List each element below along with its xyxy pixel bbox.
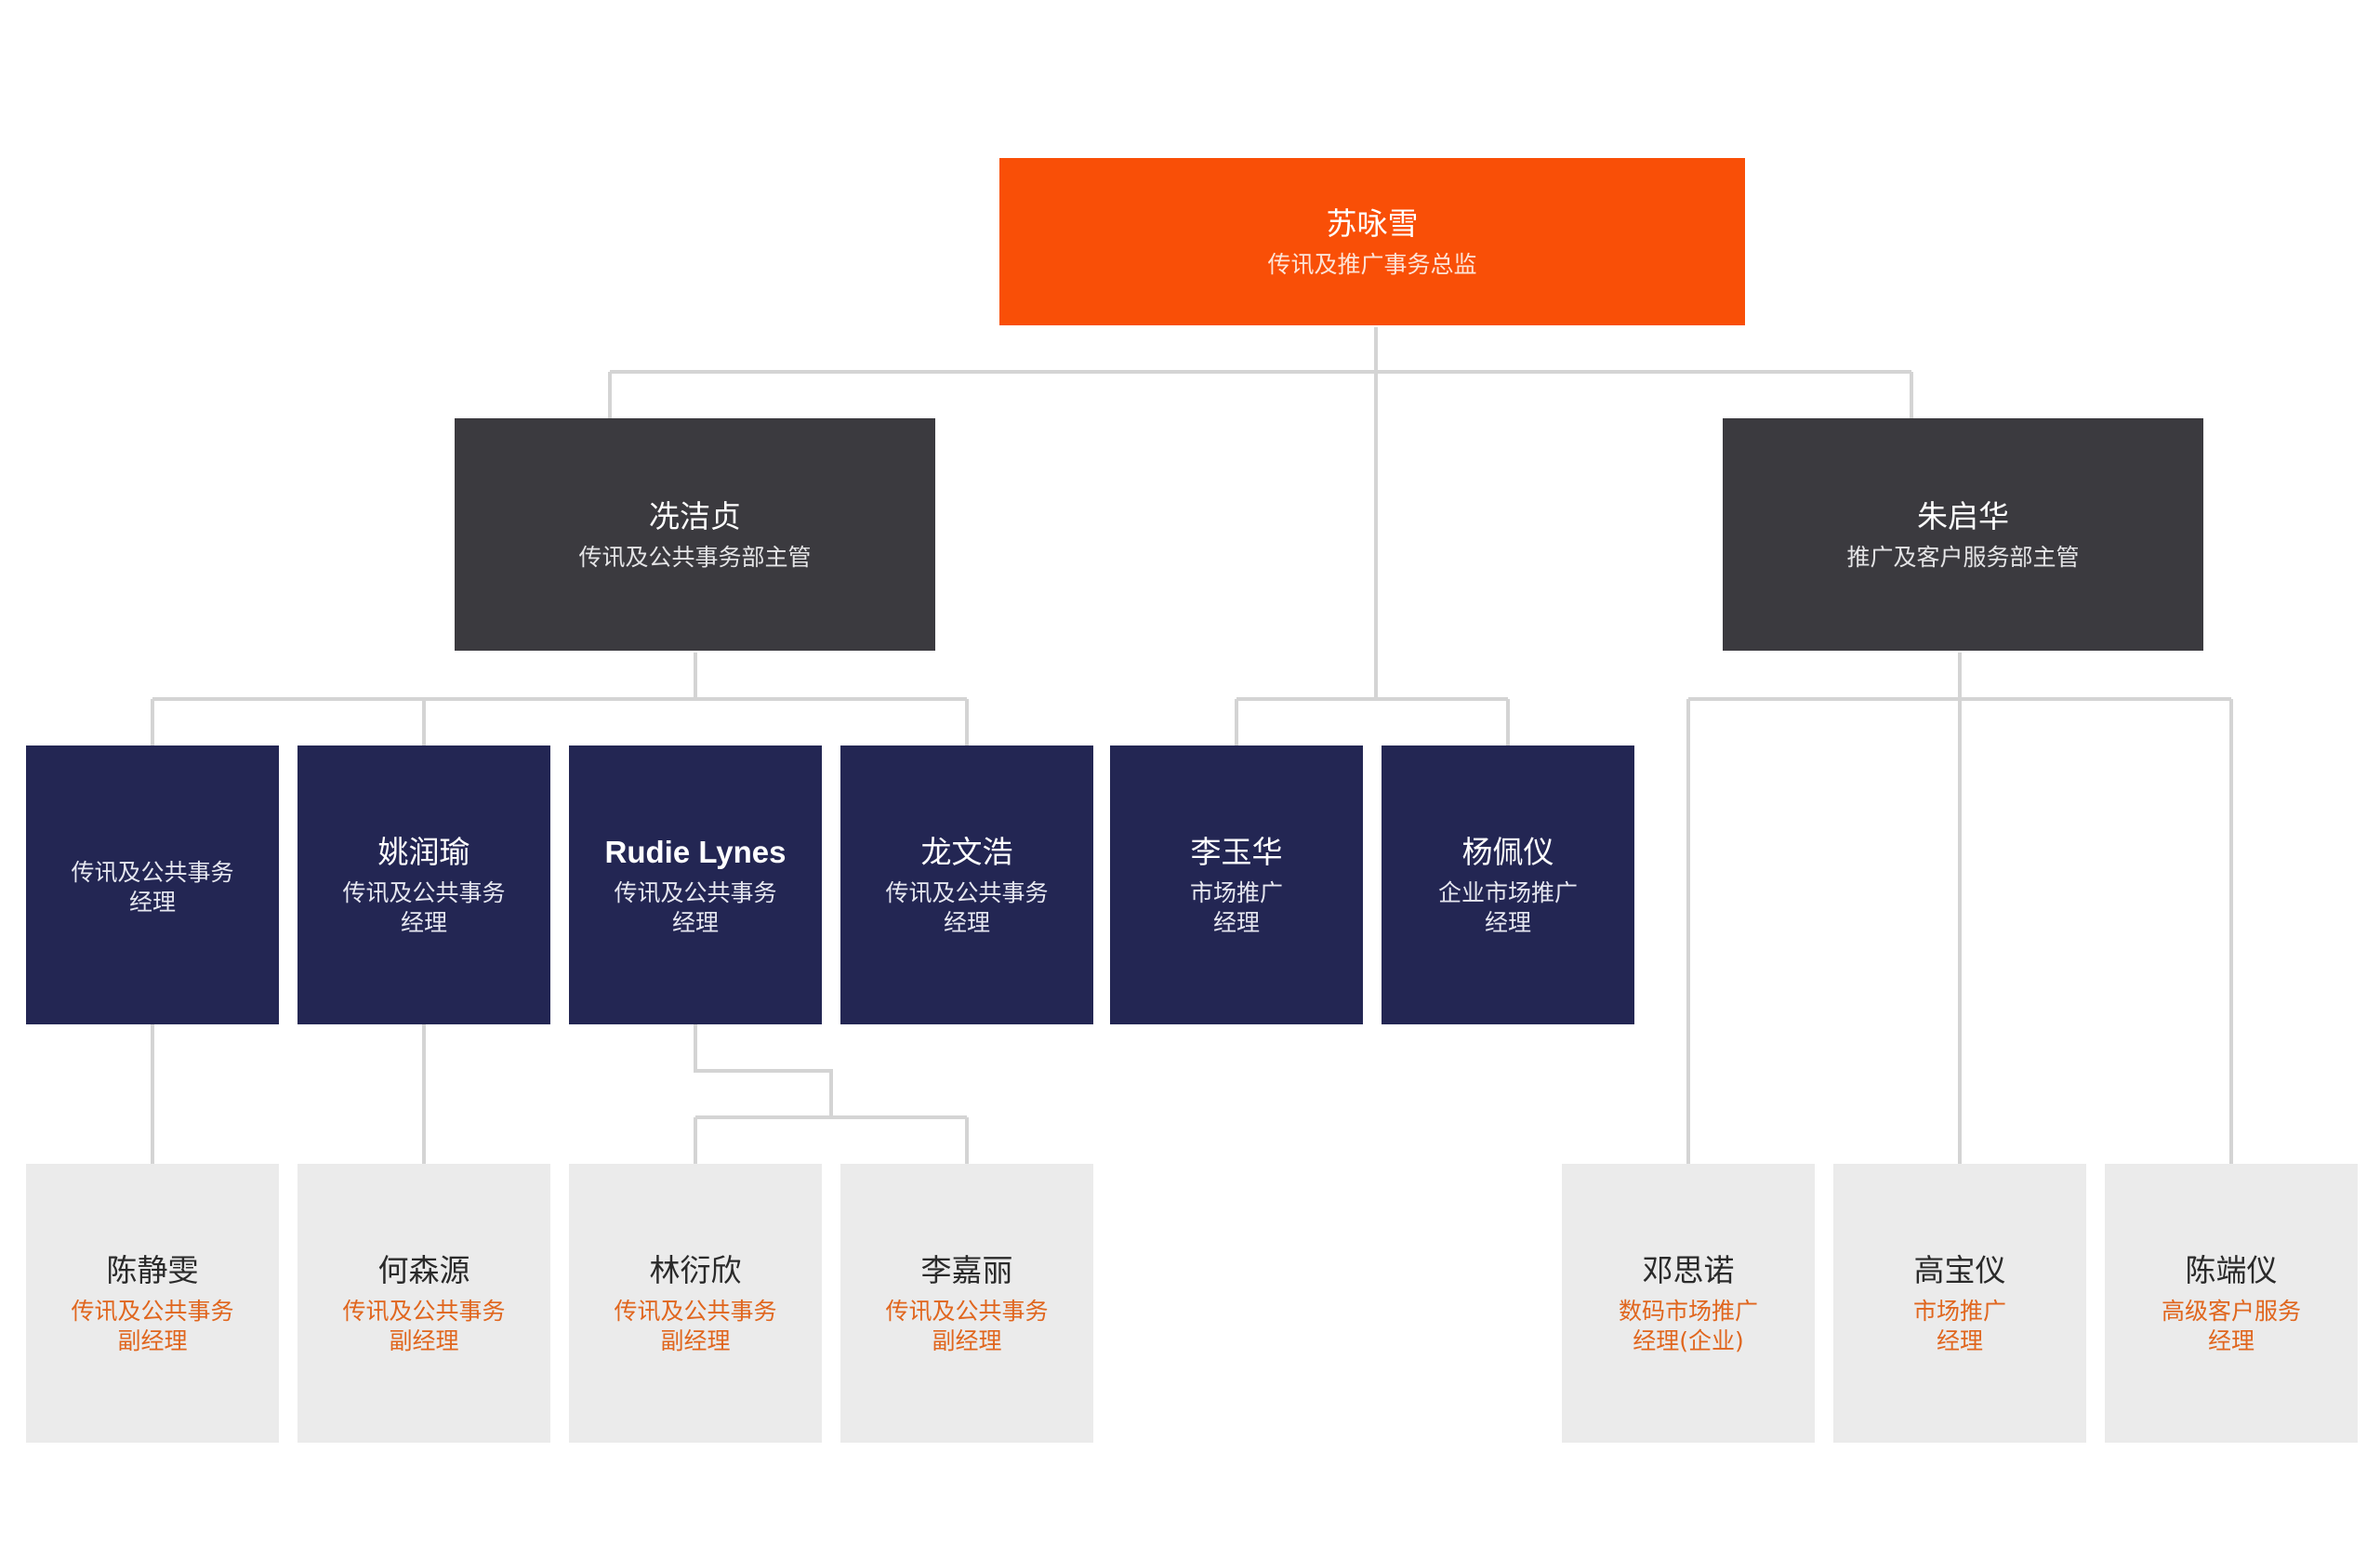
deputy-title: 传讯及公共事务 副经理 <box>342 1297 505 1356</box>
title-line: 经理 <box>400 909 447 936</box>
staff-name: 邓思诺 <box>1642 1252 1735 1288</box>
deputy-title: 传讯及公共事务 副经理 <box>614 1297 776 1356</box>
manager-box: 传讯及公共事务 经理 <box>26 746 279 1024</box>
deputy-box: 李嘉丽 传讯及公共事务 副经理 <box>840 1164 1093 1443</box>
connector-rudie-down <box>694 1024 833 1117</box>
staff-title: 市场推广 经理 <box>1913 1297 2006 1356</box>
title-line: 经理 <box>671 909 719 936</box>
manager-name: 姚润瑜 <box>377 834 470 870</box>
deputy-name: 陈静雯 <box>106 1252 199 1288</box>
title-line: 传讯及公共事务部主管 <box>578 544 812 571</box>
manager-box: Rudie Lynes 传讯及公共事务 经理 <box>569 746 822 1024</box>
manager-title: 传讯及公共事务 经理 <box>614 878 776 938</box>
title-line: 市场推广 <box>1189 879 1283 906</box>
deputy-name: 何森源 <box>377 1252 470 1288</box>
title-line: 传讯及公共事务 <box>614 879 777 906</box>
head-box-comm: 冼洁贞 传讯及公共事务部主管 <box>455 418 935 651</box>
manager-title: 传讯及公共事务 经理 <box>71 858 233 917</box>
deputy-box: 陈静雯 传讯及公共事务 副经理 <box>26 1164 279 1443</box>
head-name: 冼洁贞 <box>649 498 741 534</box>
director-box: 苏咏雪 传讯及推广事务总监 <box>999 158 1745 325</box>
staff-name: 高宝仪 <box>1913 1252 2006 1288</box>
head-name: 朱启华 <box>1917 498 2009 534</box>
marketing-staff-box: 陈端仪 高级客户服务 经理 <box>2105 1164 2358 1443</box>
title-line: 市场推广 <box>1912 1298 2006 1325</box>
manager-name: 李玉华 <box>1190 834 1283 870</box>
manager-name: 龙文浩 <box>920 834 1013 870</box>
title-line: 经理 <box>943 909 990 936</box>
manager-box: 杨佩仪 企业市场推广 经理 <box>1382 746 1634 1024</box>
title-line: 传讯及公共事务 <box>885 879 1049 906</box>
manager-name: Rudie Lynes <box>604 835 787 869</box>
title-line: 推广及客户服务部主管 <box>1846 544 2080 571</box>
title-line: 传讯及公共事务 <box>885 1298 1049 1325</box>
title-line: 经理 <box>1936 1327 1983 1354</box>
manager-box: 李玉华 市场推广 经理 <box>1110 746 1363 1024</box>
staff-title: 数码市场推广 经理(企业) <box>1619 1297 1758 1356</box>
title-line: 经理 <box>1212 909 1260 936</box>
title-line: 经理 <box>128 889 176 916</box>
manager-title: 市场推广 经理 <box>1190 878 1283 938</box>
manager-title: 传讯及公共事务 经理 <box>885 878 1048 938</box>
title-line: 传讯及公共事务 <box>342 879 506 906</box>
title-line: 传讯及公共事务 <box>71 1298 234 1325</box>
deputy-name: 林衍欣 <box>649 1252 742 1288</box>
title-line: 经理(企业) <box>1633 1327 1744 1354</box>
title-line: 高级客户服务 <box>2161 1298 2301 1325</box>
marketing-staff-box: 高宝仪 市场推广 经理 <box>1833 1164 2086 1443</box>
deputy-name: 李嘉丽 <box>920 1252 1013 1288</box>
title-line: 经理 <box>2207 1327 2254 1354</box>
title-line: 传讯及公共事务 <box>71 859 234 886</box>
deputy-title: 传讯及公共事务 副经理 <box>71 1297 233 1356</box>
title-line: 副经理 <box>932 1327 1002 1354</box>
title-line: 传讯及公共事务 <box>614 1298 777 1325</box>
title-line: 企业市场推广 <box>1437 879 1578 906</box>
marketing-staff-box: 邓思诺 数码市场推广 经理(企业) <box>1562 1164 1815 1443</box>
head-title: 推广及客户服务部主管 <box>1846 543 2079 573</box>
manager-name: 杨佩仪 <box>1461 834 1554 870</box>
head-title: 传讯及公共事务部主管 <box>578 543 811 573</box>
director-name: 苏咏雪 <box>1326 205 1419 242</box>
title-line: 经理 <box>1484 909 1531 936</box>
deputy-title: 传讯及公共事务 副经理 <box>885 1297 1048 1356</box>
head-box-marketing: 朱启华 推广及客户服务部主管 <box>1723 418 2203 651</box>
deputy-box: 何森源 传讯及公共事务 副经理 <box>298 1164 550 1443</box>
manager-title: 传讯及公共事务 经理 <box>342 878 505 938</box>
title-line: 传讯及公共事务 <box>342 1298 506 1325</box>
title-line: 数码市场推广 <box>1618 1298 1758 1325</box>
title-line: 副经理 <box>389 1327 459 1354</box>
manager-title: 企业市场推广 经理 <box>1438 878 1578 938</box>
manager-box: 姚润瑜 传讯及公共事务 经理 <box>298 746 550 1024</box>
title-line: 副经理 <box>117 1327 188 1354</box>
title-line: 副经理 <box>660 1327 731 1354</box>
director-title: 传讯及推广事务总监 <box>1267 250 1476 280</box>
title-line: 传讯及推广事务总监 <box>1267 251 1477 278</box>
manager-box: 龙文浩 传讯及公共事务 经理 <box>840 746 1093 1024</box>
deputy-box: 林衍欣 传讯及公共事务 副经理 <box>569 1164 822 1443</box>
staff-title: 高级客户服务 经理 <box>2162 1297 2301 1356</box>
staff-name: 陈端仪 <box>2185 1252 2278 1288</box>
